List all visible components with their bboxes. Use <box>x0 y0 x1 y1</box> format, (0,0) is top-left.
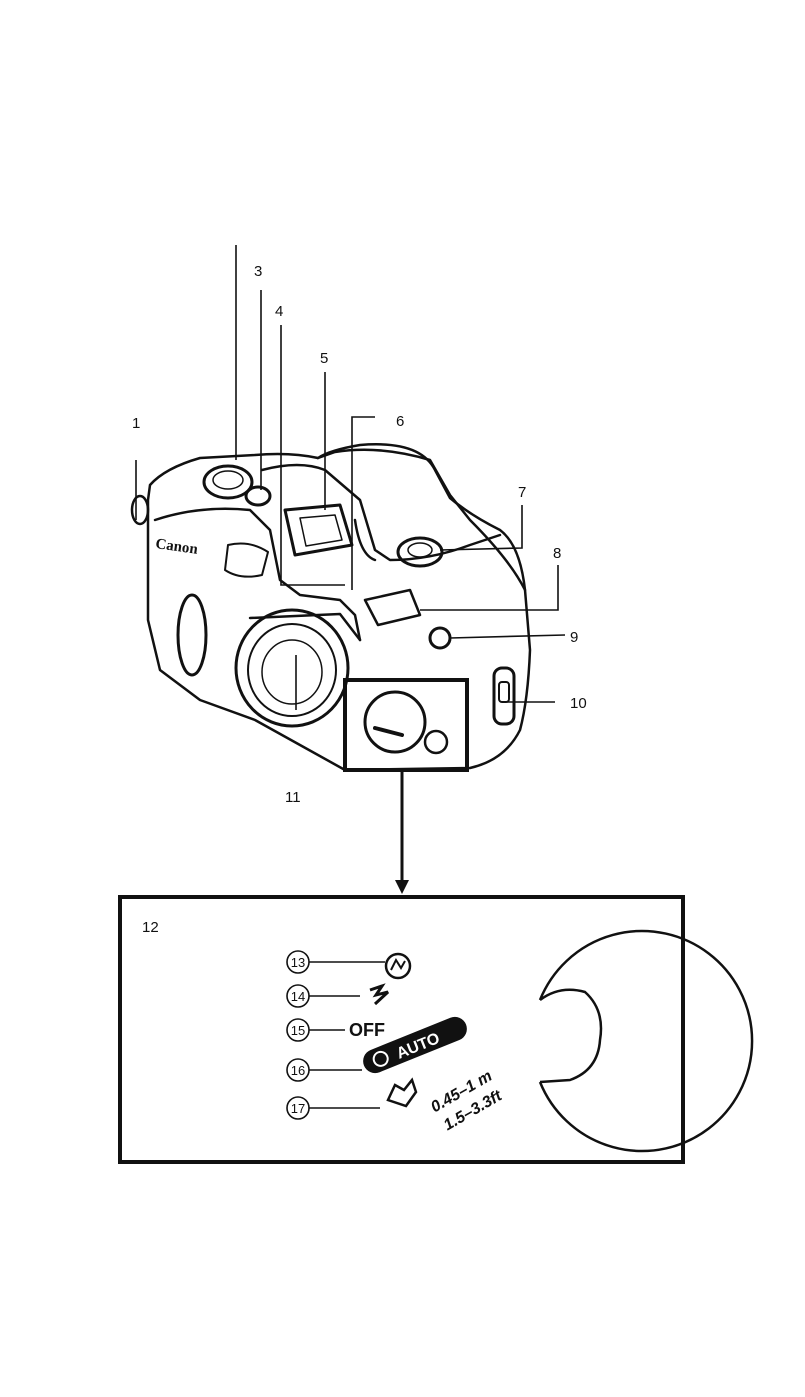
detail-arrow <box>395 770 409 894</box>
callout-6: 6 <box>396 413 404 430</box>
side-switch <box>494 668 514 724</box>
sensor-window <box>365 590 420 625</box>
callout-15: 15 <box>291 1023 305 1038</box>
callout-1: 1 <box>132 415 140 432</box>
leader-line-7 <box>440 505 522 550</box>
callout-13: 13 <box>291 955 305 970</box>
dial-detail-panel <box>120 897 683 1162</box>
camera-brand-logo: Canon <box>154 536 199 558</box>
dial-label-off: OFF <box>349 1020 385 1040</box>
callout-14: 14 <box>291 989 305 1004</box>
front-grip <box>178 595 206 675</box>
callout-5: 5 <box>320 350 328 367</box>
side-button <box>430 628 450 648</box>
lens-barrel <box>236 610 348 726</box>
callout-3: 3 <box>254 263 262 280</box>
leader-line-6 <box>352 417 375 590</box>
upper-callouts: 1 3 4 5 6 7 8 9 10 11 <box>132 263 587 806</box>
callout-7: 7 <box>518 484 526 501</box>
leader-line-8 <box>420 565 558 610</box>
callout-12: 12 <box>142 919 159 936</box>
leader-lines <box>136 245 565 710</box>
callout-9: 9 <box>570 629 578 646</box>
callout-4: 4 <box>275 303 283 320</box>
top-button-small <box>246 487 270 505</box>
leader-line-9 <box>450 635 565 638</box>
mini-dial <box>365 692 425 752</box>
callout-17: 17 <box>291 1101 305 1116</box>
shutter-button <box>398 538 442 566</box>
callout-16: 16 <box>291 1063 305 1078</box>
strap-lug <box>132 496 148 524</box>
viewfinder-window <box>285 505 352 555</box>
callout-11: 11 <box>285 789 301 806</box>
callout-10: 10 <box>570 695 587 712</box>
camera-illustration <box>132 444 530 770</box>
flash-window <box>225 544 268 577</box>
grip-hump <box>318 444 525 590</box>
callout-8: 8 <box>553 545 561 562</box>
lens-glass <box>262 640 322 704</box>
